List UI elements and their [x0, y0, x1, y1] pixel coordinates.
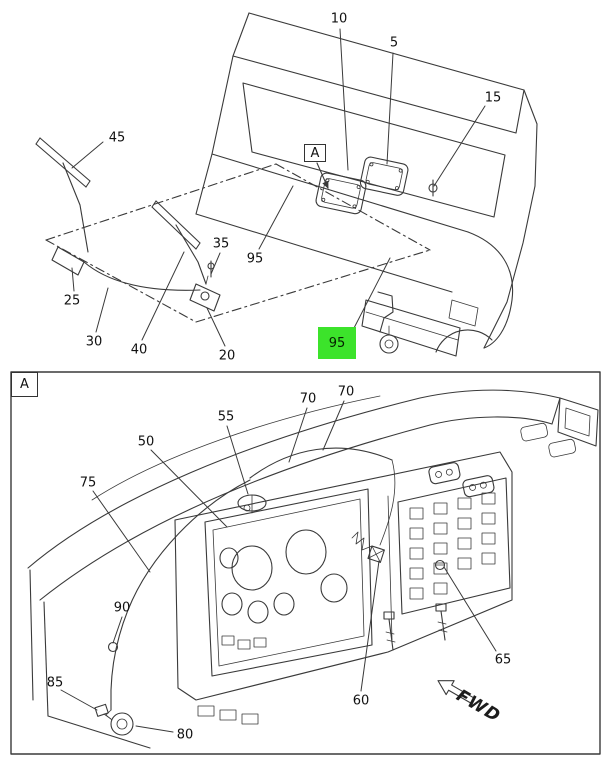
fwd-direction-arrow: FWD	[437, 680, 504, 727]
callout-80: 80	[176, 727, 194, 743]
detail-marker-a-label: A	[310, 145, 320, 161]
callout-45: 45	[108, 130, 126, 146]
hose-connector	[367, 545, 385, 563]
washer-hose	[105, 447, 396, 721]
detail-view-label-text: A	[20, 377, 29, 392]
clip-part-15	[428, 179, 438, 197]
leader-lines-detail	[60, 400, 497, 733]
callout-35: 35	[212, 236, 230, 252]
truck-cab-outline	[195, 12, 538, 357]
callout-55: 55	[217, 409, 235, 425]
callout-65: 65	[494, 652, 512, 668]
dash-panel	[174, 451, 513, 701]
callout-60: 60	[352, 693, 370, 709]
callout-25: 25	[63, 293, 81, 309]
callout-95-highlight: 95	[318, 327, 356, 359]
instrument-cluster	[197, 488, 373, 725]
callout-90: 90	[113, 600, 131, 616]
fwd-label: FWD	[453, 686, 504, 727]
callout-85: 85	[46, 675, 64, 691]
switch-panel	[397, 462, 511, 615]
leader-lines-top	[71, 28, 486, 347]
access-cover-plates	[315, 156, 438, 215]
wiper-assembly	[35, 137, 221, 312]
callout-75: 75	[79, 475, 97, 491]
callout-70-right: 70	[337, 384, 355, 400]
washer-pump	[94, 703, 134, 736]
callout-95-plain: 95	[246, 251, 264, 267]
callout-20: 20	[218, 348, 236, 364]
callout-95-highlight-label: 95	[328, 335, 346, 351]
callout-30: 30	[85, 334, 103, 350]
callout-70-left: 70	[299, 391, 317, 407]
detail-view-label: A	[11, 372, 38, 397]
callout-50: 50	[137, 434, 155, 450]
mounting-bolts	[383, 603, 448, 651]
callout-15: 15	[484, 90, 502, 106]
callout-40: 40	[130, 342, 148, 358]
alignment-plane	[45, 163, 431, 323]
callout-10: 10	[330, 11, 348, 27]
detail-marker-a: A	[304, 144, 326, 162]
cowl-bracket	[377, 291, 399, 354]
callout-5: 5	[389, 35, 399, 51]
